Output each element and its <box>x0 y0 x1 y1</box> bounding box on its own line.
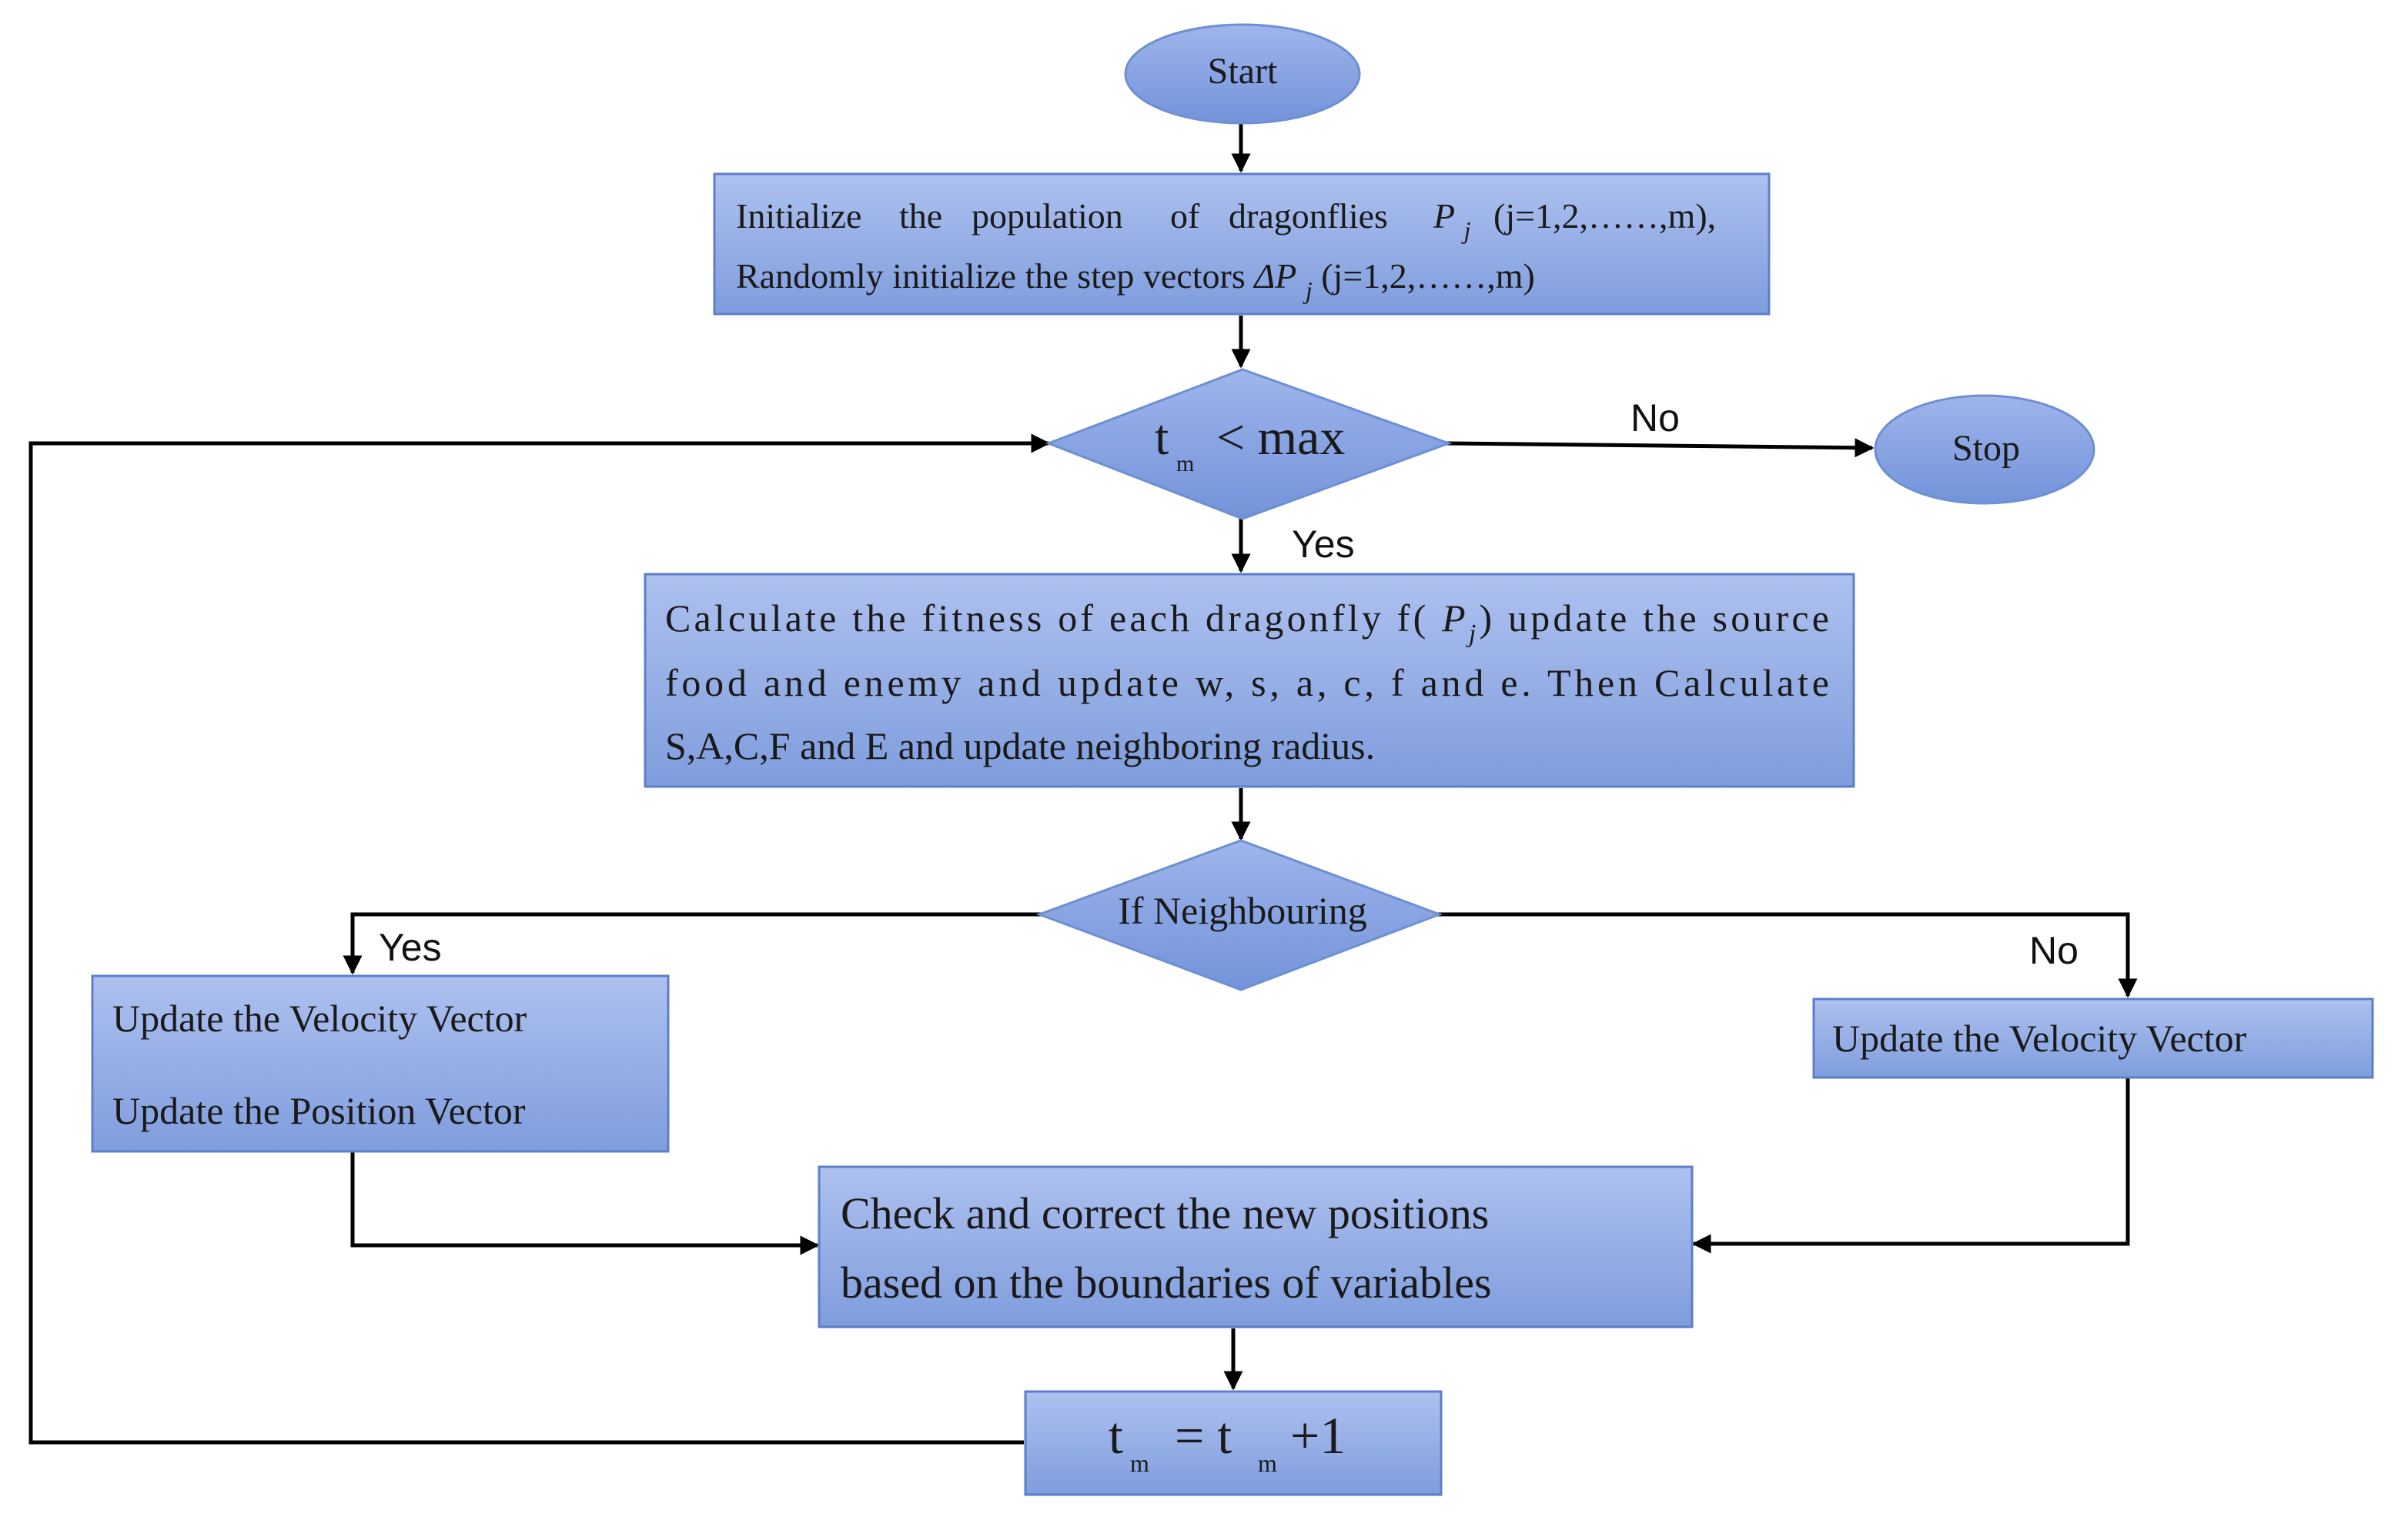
edge-update-left-to-check <box>350 1151 820 1255</box>
stop-label: Stop <box>1952 428 2020 469</box>
init-word: Initialize <box>736 196 861 236</box>
fitness-box: Calculate the fitness of each dragonfly … <box>644 573 1855 788</box>
init-delta-sub: j <box>1303 276 1313 304</box>
fitness-var-sub: j <box>1466 620 1476 648</box>
increment-sub1: m <box>1130 1449 1149 1477</box>
update-left-line2: Update the Position Vector <box>112 1089 526 1132</box>
init-line2: Randomly initialize the step vectors ΔP … <box>736 256 1535 306</box>
stop-node: Stop <box>1874 394 2095 505</box>
init-range-2: (j=1,2,……,m) <box>1321 256 1535 296</box>
edge-condition-to-stop <box>1446 438 1875 458</box>
init-delta-p: ΔP <box>1252 256 1296 296</box>
connectors <box>28 123 2138 1445</box>
condition-rest: < max <box>1216 409 1345 466</box>
neighbouring-label: If Neighbouring <box>1118 889 1367 932</box>
update-right-box: Update the Velocity Vector <box>1812 997 2374 1079</box>
init-box: Initialize the population of dragonflies… <box>713 172 1771 316</box>
edge-update-right-to-check <box>1691 1078 2130 1254</box>
init-line1: Initialize the population of dragonflies… <box>736 196 1716 246</box>
edge-label-neighbouring-yes: Yes <box>379 926 442 969</box>
neighbouring-diamond: If Neighbouring <box>1035 839 1443 991</box>
edge-label-neighbouring-no: No <box>2029 929 2079 972</box>
edge-loop-back <box>28 433 1051 1445</box>
update-right-line1: Update the Velocity Vector <box>1832 1017 2247 1060</box>
start-node: Start <box>1124 23 1361 125</box>
increment-eq: = t <box>1175 1406 1232 1465</box>
check-box: Check and correct the new positions base… <box>818 1165 1694 1328</box>
init-line2-text: Randomly initialize the step vectors <box>736 256 1254 296</box>
edge-neighbouring-no <box>1438 912 2138 998</box>
edge-label-condition-yes: Yes <box>1292 523 1355 566</box>
condition-label: t m < max <box>1155 409 1345 483</box>
init-word: of <box>1170 196 1200 236</box>
init-range-1: (j=1,2,……,m), <box>1493 196 1716 236</box>
check-line1: Check and correct the new positions <box>841 1188 1489 1238</box>
init-var-sub: j <box>1461 216 1471 244</box>
increment-sub2: m <box>1258 1449 1277 1477</box>
init-word: dragonflies <box>1229 196 1388 236</box>
fitness-line3: S,A,C,F and E and update neighboring rad… <box>665 724 1375 767</box>
increment-t1: t <box>1109 1406 1123 1465</box>
start-label: Start <box>1208 51 1278 92</box>
condition-t: t <box>1155 409 1169 466</box>
edge-neighbouring-yes <box>343 912 1041 975</box>
check-line2: based on the boundaries of variables <box>841 1258 1492 1308</box>
update-left-box: Update the Velocity Vector Update the Po… <box>91 974 670 1153</box>
increment-rest: +1 <box>1290 1406 1346 1465</box>
init-word: the <box>899 196 942 236</box>
edge-label-condition-no: No <box>1630 396 1680 439</box>
fitness-var-p: P <box>1441 596 1466 640</box>
update-left-line1: Update the Velocity Vector <box>112 997 527 1040</box>
condition-diamond: t m < max <box>1045 368 1453 520</box>
increment-box: t m = t m +1 <box>1024 1390 1443 1496</box>
increment-label: t m = t m +1 <box>1109 1406 1346 1483</box>
fitness-line2: food and enemy and update w, s, a, c, f … <box>665 661 1829 704</box>
init-var-p: P <box>1433 196 1455 236</box>
condition-sub: m <box>1176 451 1194 476</box>
fitness-line1-pre: Calculate the fitness of each dragonfly … <box>665 596 1439 640</box>
init-word: population <box>972 196 1123 236</box>
